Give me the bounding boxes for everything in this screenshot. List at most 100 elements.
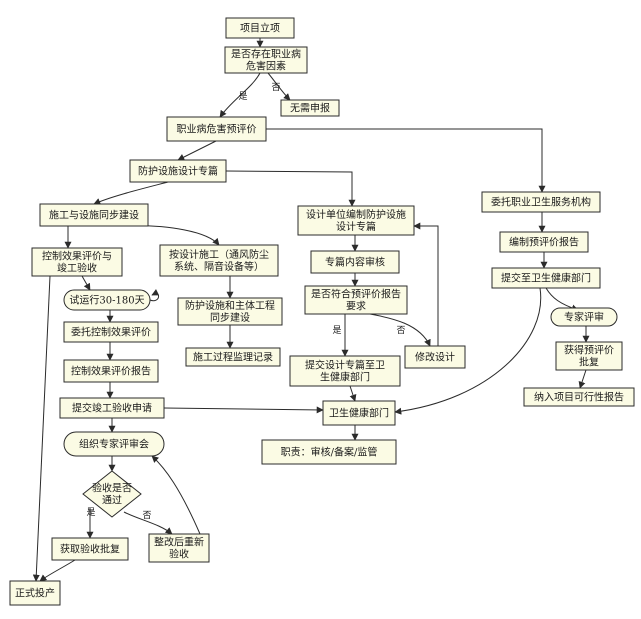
node-xiugai-label: 修改设计 — [415, 351, 455, 364]
edge-tijiao-ws-ws — [394, 287, 542, 415]
node-weituo-kz-shape — [63, 321, 159, 343]
edge-labels-layer: 是否是否是否 — [86, 82, 405, 521]
node-xiugai: 修改设计 — [404, 345, 466, 369]
node-zuzhi-label: 组织专家评审会 — [79, 438, 149, 451]
edge-label-yes3: 是 — [332, 325, 341, 336]
node-zhenggai-label: 整改后重新验收 — [154, 536, 204, 561]
node-zhengshi-shape — [9, 580, 61, 606]
node-yanshou: 验收是否通过 — [82, 470, 142, 518]
node-weituo-kz-label: 委托控制效果评价 — [71, 326, 151, 339]
node-tijiao-jg-shape — [59, 397, 165, 419]
node-yupingjia: 职业病危害预评价 — [166, 116, 267, 142]
node-huode-shape — [555, 341, 623, 371]
node-tijiao-sj-label: 提交设计专篇至卫生健康部门 — [305, 359, 385, 384]
node-weisheng-shape — [322, 400, 396, 426]
node-shigong-label: 施工与设施同步建设 — [49, 209, 139, 222]
node-sheji: 防护设施设计专篇 — [129, 159, 227, 183]
node-wuxu-label: 无需申报 — [290, 102, 330, 115]
edge-shiyun-loop — [149, 289, 160, 302]
node-jianli: 施工过程监理记录 — [185, 347, 281, 367]
node-bianzhi-sj-shape — [297, 205, 415, 236]
node-nairu-label: 纳入项目可行性报告 — [534, 391, 624, 404]
edge-yanshou-no — [123, 511, 173, 535]
edge-label-no2: 否 — [142, 510, 151, 521]
edge-tijiao-zhuanjia — [545, 287, 579, 312]
node-shigong: 施工与设施同步建设 — [39, 203, 149, 227]
edge-sheji-bianzhi — [225, 170, 356, 207]
node-lixiang-shape — [225, 17, 295, 39]
edge-kongzhi-zhengshi — [32, 275, 51, 582]
edge-cunzai-yes — [219, 72, 261, 118]
nodes-layer: 项目立项是否存在职业病危害因素无需申报职业病危害预评价防护设施设计专篇施工与设施… — [9, 17, 635, 606]
node-bianzhi-yp: 编制预评价报告 — [499, 231, 589, 253]
edge-yp-weituo — [266, 128, 546, 193]
node-sheji-shape — [129, 159, 227, 183]
node-tongbu: 防护设施和主体工程同步建设 — [177, 297, 283, 326]
node-bianzhi-yp-shape — [499, 231, 589, 253]
node-huoqu: 获取验收批复 — [51, 537, 129, 561]
node-yanshou-label: 验收是否通过 — [92, 482, 132, 507]
node-weituo-kz: 委托控制效果评价 — [63, 321, 159, 343]
node-shiyunxing: 试运行30-180天 — [63, 289, 151, 311]
node-tijiao-ws-label: 提交至卫生健康部门 — [501, 272, 591, 285]
node-sheji-label: 防护设施设计专篇 — [138, 165, 218, 178]
edge-fuhe-no — [369, 313, 431, 347]
node-cunzai-shape — [224, 46, 308, 74]
node-zhuanjia-label: 专家评审 — [564, 311, 604, 324]
edge-tijiao-weisheng — [163, 406, 324, 414]
node-yupingjia-shape — [166, 116, 267, 142]
node-zhize-label: 职责：审核/备案/监管 — [281, 446, 378, 459]
node-anshe-shape — [159, 244, 279, 277]
edge-shigong-anshe — [119, 225, 220, 246]
edge-label-no1: 否 — [271, 82, 280, 93]
node-cunzai-label: 是否存在职业病危害因素 — [231, 48, 301, 73]
node-jianli-label: 施工过程监理记录 — [193, 351, 273, 364]
edge-cunzai-no — [267, 72, 291, 101]
node-bianzhi-sj: 设计单位编制防护设施设计专篇 — [297, 205, 415, 236]
node-shenhe-shape — [310, 250, 400, 274]
node-tijiao-sj: 提交设计专篇至卫生健康部门 — [289, 355, 401, 387]
node-zhuanjia: 专家评审 — [550, 307, 618, 327]
edges-layer — [32, 38, 590, 582]
node-wuxu: 无需申报 — [280, 99, 340, 117]
node-bianzhi-yp-label: 编制预评价报告 — [509, 236, 579, 249]
node-zuzhi-shape — [63, 431, 165, 457]
node-tijiao-ws: 提交至卫生健康部门 — [491, 267, 601, 289]
node-weisheng-label: 卫生健康部门 — [329, 407, 389, 420]
node-weituo-fw-shape — [481, 191, 601, 213]
node-zhize-shape — [261, 439, 397, 465]
node-anshe-label: 按设计施工（通风防尘系统、隔音设备等） — [169, 248, 269, 273]
node-cunzai: 是否存在职业病危害因素 — [224, 46, 308, 74]
node-fuhe-shape — [304, 285, 408, 315]
node-kz-baogao-label: 控制效果评价报告 — [71, 365, 151, 378]
node-zhuanjia-shape — [550, 307, 618, 327]
edge-label-yes2: 是 — [86, 507, 95, 518]
node-xiugai-shape — [404, 345, 466, 369]
edge-huode-nairu — [578, 369, 587, 389]
node-tijiao-ws-shape — [491, 267, 601, 289]
node-kongzhi-shape — [31, 247, 123, 277]
node-nairu-shape — [523, 387, 635, 407]
node-tijiao-jg: 提交竣工验收申请 — [59, 397, 165, 419]
node-huode-label: 获得预评价批复 — [564, 345, 614, 369]
edge-sheji-shigong — [93, 181, 169, 205]
node-tijiao-jg-label: 提交竣工验收申请 — [72, 402, 152, 415]
node-anshe: 按设计施工（通风防尘系统、隔音设备等） — [159, 244, 279, 277]
node-zhenggai: 整改后重新验收 — [148, 533, 210, 563]
node-bianzhi-sj-label: 设计单位编制防护设施设计专篇 — [306, 208, 406, 233]
node-huoqu-label: 获取验收批复 — [60, 543, 120, 556]
node-fuhe: 是否符合预评价报告要求 — [304, 285, 408, 315]
node-kongzhi: 控制效果评价与竣工验收 — [31, 247, 123, 277]
edge-xiugai-bianzhi — [413, 222, 439, 346]
edge-zhenggai-zuzhi — [151, 455, 201, 535]
node-jianli-shape — [185, 347, 281, 367]
edge-tijiao-sj-ws — [349, 385, 357, 402]
node-huode: 获得预评价批复 — [555, 341, 623, 371]
edge-kongzhi-shiyun — [81, 275, 91, 291]
node-shigong-shape — [39, 203, 149, 227]
node-yanshou-shape — [82, 470, 142, 518]
node-kz-baogao: 控制效果评价报告 — [63, 359, 159, 383]
node-lixiang-label: 项目立项 — [240, 22, 280, 35]
node-zhengshi-label: 正式投产 — [15, 587, 55, 600]
